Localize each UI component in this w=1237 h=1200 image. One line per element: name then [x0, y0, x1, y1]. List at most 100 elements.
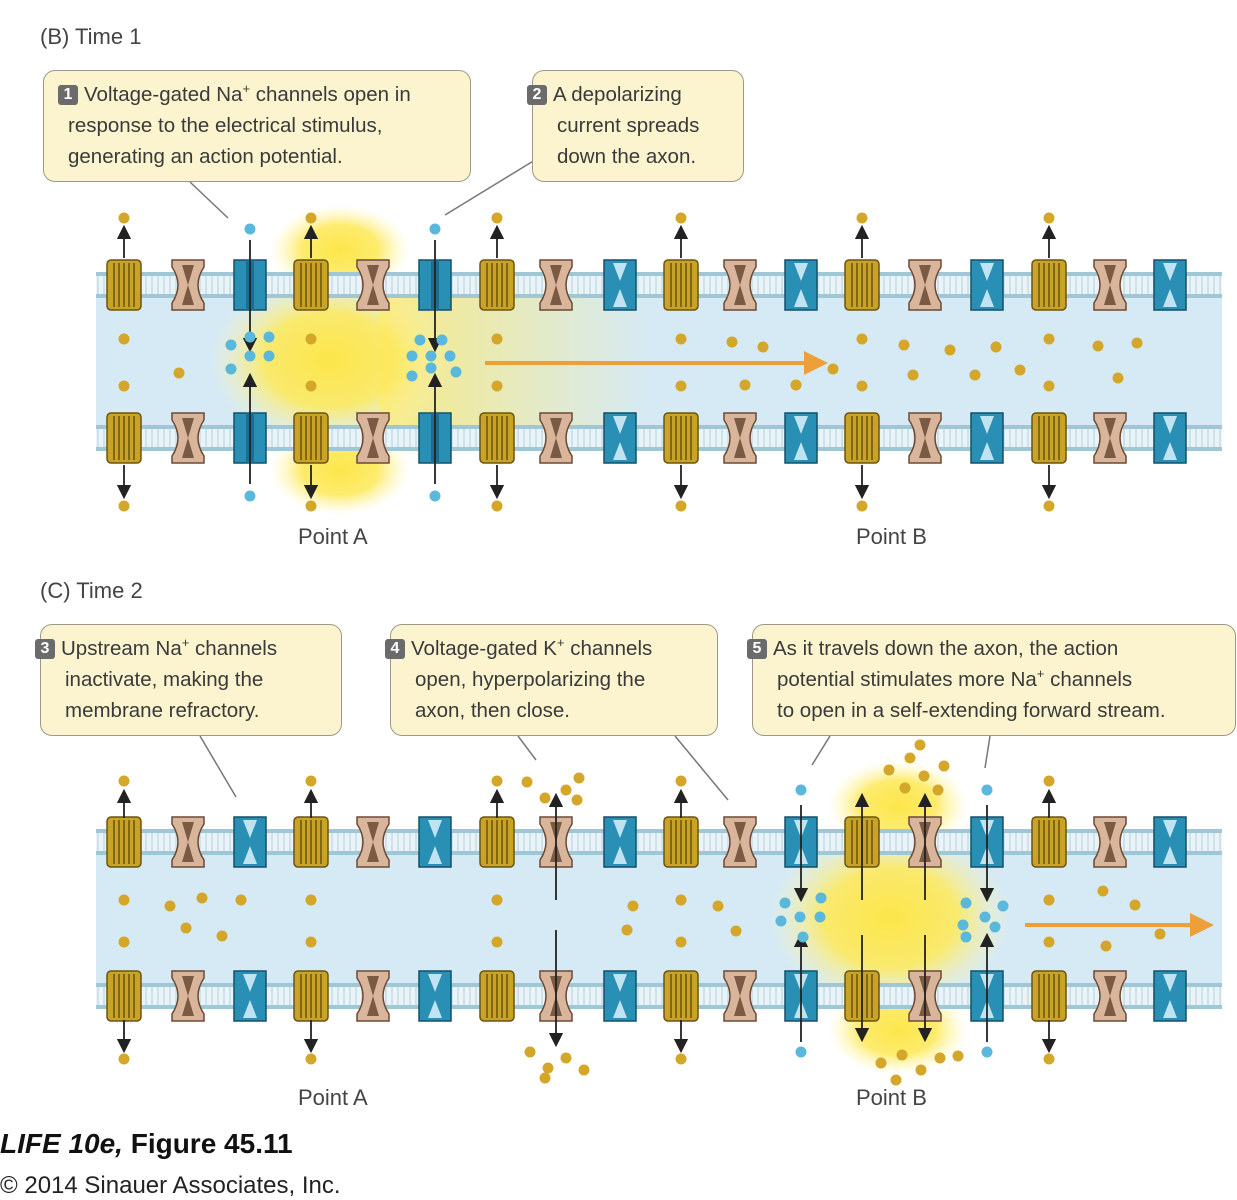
leak-channel: [723, 970, 757, 1022]
ion: [856, 212, 868, 224]
ion: [524, 1046, 536, 1058]
point-a-label-time1: Point A: [298, 524, 368, 549]
leak-channel: [723, 259, 757, 311]
na-channel: [603, 412, 637, 464]
axon-time1: [96, 205, 1222, 515]
ion: [960, 897, 972, 909]
callout-pointer: [984, 735, 991, 769]
step-badge-2: 2: [527, 85, 547, 105]
ion: [675, 936, 687, 948]
ion: [244, 490, 256, 502]
point-b-label-time1: Point B: [856, 524, 927, 549]
ion: [675, 775, 687, 787]
k-channel: [293, 259, 329, 311]
ion: [675, 894, 687, 906]
leak-channel: [723, 816, 757, 868]
ion: [414, 334, 426, 346]
ion: [790, 379, 802, 391]
ion: [560, 784, 572, 796]
ion: [794, 911, 806, 923]
ion: [875, 1057, 887, 1069]
callout-pointer: [517, 735, 537, 761]
ion: [560, 1052, 572, 1064]
na-channel: [1153, 259, 1187, 311]
leak-channel: [356, 259, 390, 311]
ion: [571, 794, 583, 806]
leak-channel: [171, 412, 205, 464]
leak-channel: [1093, 970, 1127, 1022]
ion: [1100, 940, 1112, 952]
ion: [521, 776, 533, 788]
ion: [244, 350, 256, 362]
ion: [960, 931, 972, 943]
na-channel: [603, 816, 637, 868]
ion: [235, 894, 247, 906]
na-channel: [1153, 970, 1187, 1022]
ion: [952, 1050, 964, 1062]
ion: [904, 752, 916, 764]
ion: [981, 1046, 993, 1058]
k-channel: [663, 970, 699, 1022]
ion: [444, 350, 456, 362]
k-channel: [1031, 970, 1067, 1022]
ion: [739, 379, 751, 391]
callout-pointer: [199, 735, 237, 798]
ion: [795, 784, 807, 796]
callout-pointer: [674, 735, 729, 801]
callout-pointer: [444, 159, 536, 216]
na-channel: [418, 970, 452, 1022]
axon-time2: [96, 739, 1222, 1086]
leak-channel: [1093, 259, 1127, 311]
panel-label-time2: (C) Time 2: [40, 578, 143, 603]
leak-channel: [1093, 412, 1127, 464]
ion: [429, 490, 441, 502]
ion: [621, 924, 633, 936]
ion: [1043, 212, 1055, 224]
ion: [1131, 337, 1143, 349]
ion: [1043, 500, 1055, 512]
leak-channel: [171, 816, 205, 868]
ion: [244, 331, 256, 343]
ion: [675, 333, 687, 345]
point-a-label-time2: Point A: [298, 1085, 368, 1110]
ion: [406, 370, 418, 382]
ion: [898, 339, 910, 351]
ion: [969, 369, 981, 381]
na-channel: [1153, 816, 1187, 868]
ion: [196, 892, 208, 904]
ion: [914, 739, 926, 751]
step-badge-3: 3: [35, 639, 55, 659]
ion: [1014, 364, 1026, 376]
ion: [907, 369, 919, 381]
ion: [915, 1064, 927, 1076]
callout-pointer: [189, 181, 229, 219]
ion: [436, 334, 448, 346]
ion: [578, 1064, 590, 1076]
ion: [118, 775, 130, 787]
action-potential-glow: [770, 828, 1010, 1008]
ion: [979, 911, 991, 923]
k-channel: [106, 259, 142, 311]
ion: [539, 792, 551, 804]
ion: [627, 900, 639, 912]
k-channel: [293, 816, 329, 868]
ion: [491, 212, 503, 224]
ion: [775, 915, 787, 927]
ion: [491, 775, 503, 787]
leak-channel: [908, 412, 942, 464]
ion: [542, 1062, 554, 1074]
na-channel: [418, 816, 452, 868]
ion: [180, 922, 192, 934]
ion: [305, 1053, 317, 1065]
ion: [425, 350, 437, 362]
step-badge-1: 1: [58, 85, 78, 105]
callout-pointer: [811, 735, 831, 766]
ion: [573, 772, 585, 784]
ion: [173, 367, 185, 379]
k-channel: [106, 816, 142, 868]
ion: [856, 380, 868, 392]
na-channel: [970, 259, 1004, 311]
step-badge-4: 4: [385, 639, 405, 659]
